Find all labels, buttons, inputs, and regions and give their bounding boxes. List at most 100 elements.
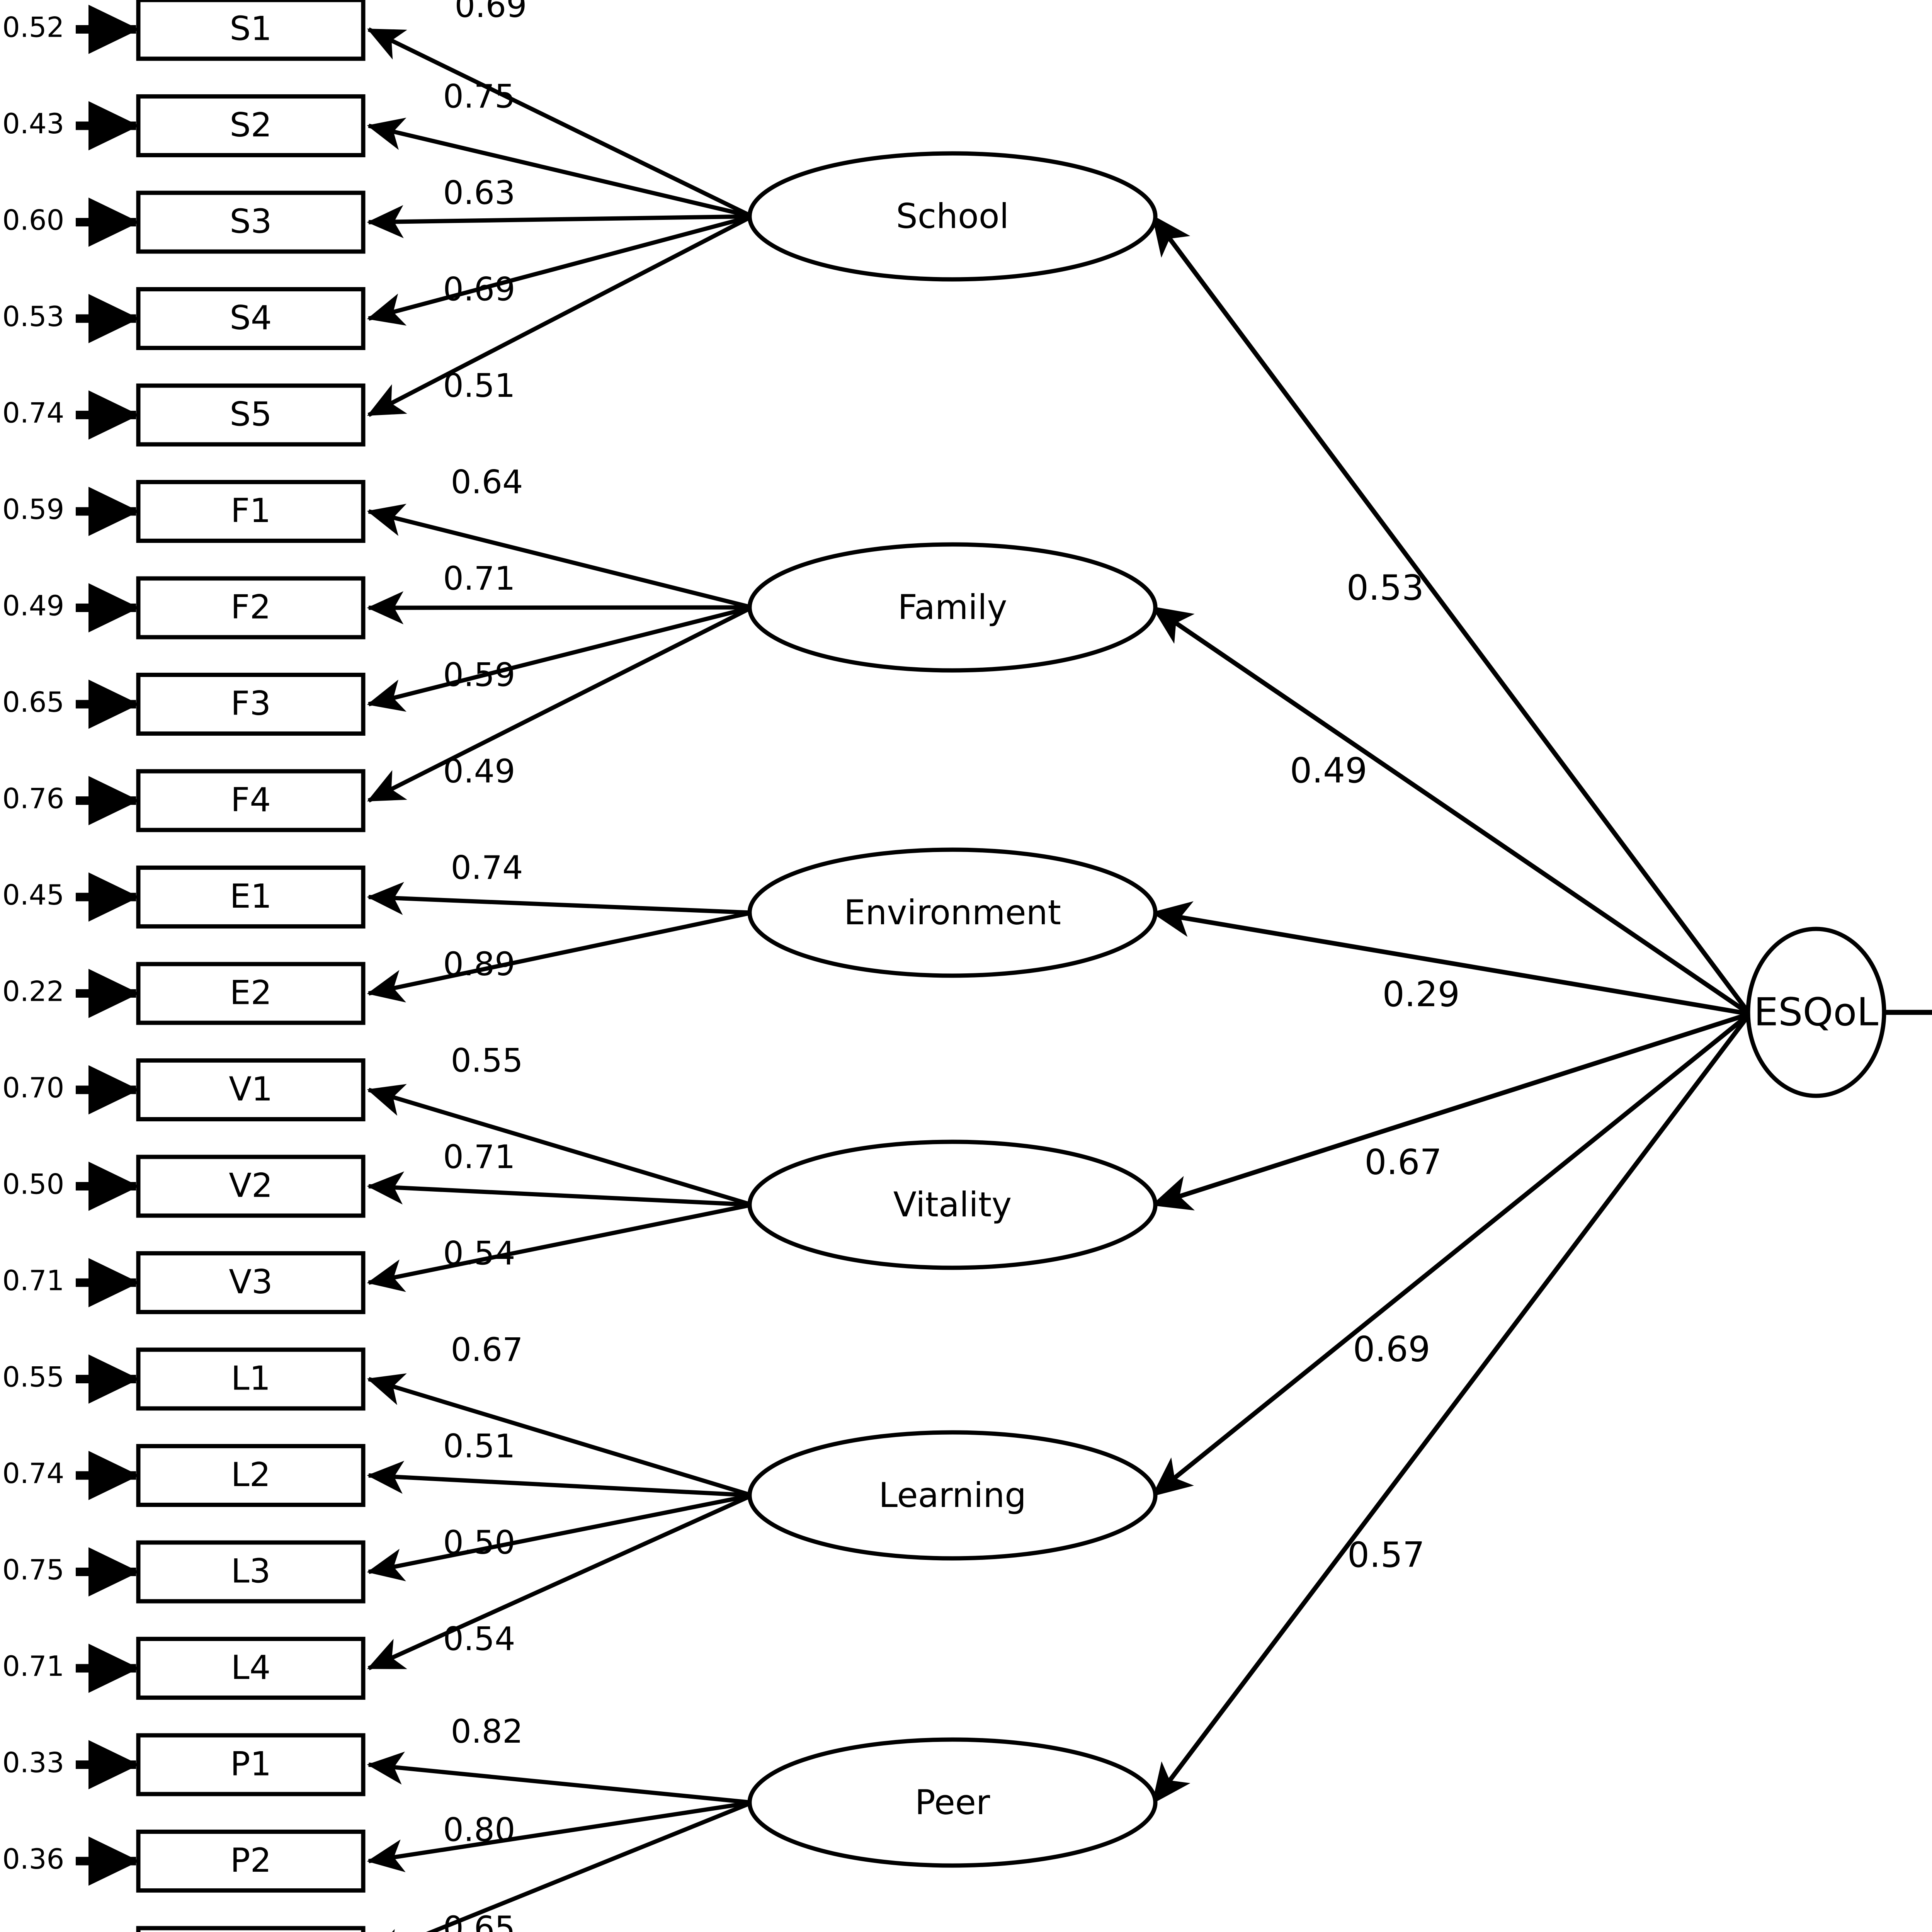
indicator-label-P2: P2 — [230, 1841, 272, 1880]
indicator-box-P3 — [136, 1926, 366, 1932]
loading-path-school-S3 — [367, 205, 752, 238]
latent-label-school: School — [896, 196, 1009, 236]
loading-path-school-S1 — [367, 27, 753, 218]
indicator-label-L4: L4 — [231, 1648, 271, 1687]
indicator-box-S3 — [136, 190, 366, 254]
indicator-box-L2 — [136, 1444, 366, 1507]
loading-value-S2: 0.75 — [443, 77, 515, 115]
indicator-label-S5: S5 — [230, 395, 272, 434]
latent-ellipse-environment — [747, 847, 1158, 978]
error-value-E2: 0.22 — [2, 975, 64, 1008]
indicator-box-F3 — [136, 673, 366, 736]
loading-value-V1: 0.55 — [451, 1041, 523, 1079]
indicator-box-L4 — [136, 1637, 366, 1700]
loading-path-learning-L3 — [367, 1493, 753, 1582]
indicator-label-L2: L2 — [231, 1456, 271, 1494]
loading-value-F1: 0.64 — [451, 463, 523, 501]
loading-path-family-F3 — [367, 605, 753, 712]
indicator-label-S2: S2 — [230, 106, 272, 145]
error-value-P2: 0.36 — [2, 1843, 64, 1875]
loading-path-learning-L2 — [367, 1461, 752, 1498]
indicator-box-F4 — [136, 769, 366, 832]
error-arrow-layer — [76, 5, 139, 1886]
indicator-box-E2 — [136, 962, 366, 1025]
latent-ellipse-esqol — [1746, 927, 1886, 1098]
indicator-label-V1: V1 — [229, 1070, 273, 1109]
latent-label-environment: Environment — [844, 893, 1061, 932]
indicator-label-P1: P1 — [230, 1745, 272, 1783]
loading-value-E2: 0.89 — [443, 945, 515, 983]
structural-value-school: 0.53 — [1347, 568, 1424, 608]
loading-value-V3: 0.54 — [443, 1234, 515, 1272]
latent-ellipse-family — [747, 542, 1158, 673]
indicator-box-S5 — [136, 383, 366, 447]
indicator-box-layer — [136, 0, 366, 1932]
loading-value-F2: 0.71 — [443, 560, 515, 597]
loading-value-L4: 0.54 — [443, 1620, 515, 1658]
indicator-box-P1 — [136, 1733, 366, 1796]
error-value-F2: 0.49 — [2, 590, 64, 622]
indicator-label-F2: F2 — [231, 588, 271, 626]
loading-value-S1: 0.69 — [454, 0, 527, 25]
error-value-S1: 0.52 — [2, 11, 64, 44]
loading-path-family-F2 — [367, 591, 752, 624]
indicator-label-S1: S1 — [230, 9, 272, 48]
indicator-label-V3: V3 — [229, 1263, 273, 1301]
error-value-S4: 0.53 — [2, 300, 64, 333]
loading-path-vitality-V2 — [367, 1171, 752, 1207]
indicator-label-S3: S3 — [230, 202, 272, 241]
indicator-box-V2 — [136, 1155, 366, 1218]
structural-path-esqol-learning — [1151, 1012, 1751, 1497]
loading-value-V2: 0.71 — [443, 1138, 515, 1176]
indicator-label-F3: F3 — [231, 684, 271, 723]
structural-path-esqol-environment — [1151, 901, 1750, 1016]
indicator-label-L1: L1 — [231, 1359, 271, 1398]
structural-path-esqol-vitality — [1151, 1012, 1750, 1211]
indicator-box-S2 — [136, 94, 366, 157]
loading-value-S3: 0.63 — [443, 174, 515, 212]
latent-label-family: Family — [898, 587, 1007, 627]
indicator-box-L1 — [136, 1347, 366, 1411]
structural-value-environment: 0.29 — [1383, 974, 1460, 1015]
indicator-label-L3: L3 — [231, 1552, 271, 1590]
error-value-V2: 0.50 — [2, 1168, 64, 1201]
structural-value-family: 0.49 — [1290, 750, 1367, 791]
loading-value-S4: 0.69 — [443, 270, 515, 308]
loading-value-E1: 0.74 — [451, 849, 523, 886]
loading-path-environment-E2 — [367, 910, 753, 1003]
loading-path-layer — [367, 27, 753, 1932]
loading-value-L2: 0.51 — [443, 1427, 515, 1465]
error-value-S3: 0.60 — [2, 204, 64, 236]
loading-path-peer-P2 — [367, 1800, 752, 1872]
indicator-box-L3 — [136, 1540, 366, 1604]
loading-value-P3: 0.65 — [443, 1909, 515, 1932]
indicator-label-E1: E1 — [230, 877, 272, 916]
loading-value-L3: 0.50 — [443, 1524, 515, 1561]
error-value-V3: 0.71 — [2, 1264, 64, 1297]
latent-ellipse-vitality — [747, 1139, 1158, 1270]
loading-value-P1: 0.82 — [451, 1713, 523, 1750]
error-value-V1: 0.70 — [2, 1071, 64, 1104]
loading-path-vitality-V1 — [367, 1084, 753, 1207]
indicator-box-S1 — [136, 0, 366, 61]
error-value-P1: 0.33 — [2, 1747, 64, 1779]
structural-value-learning: 0.69 — [1353, 1329, 1430, 1370]
loading-value-S5: 0.51 — [443, 367, 515, 405]
indicator-label-V2: V2 — [229, 1166, 273, 1205]
error-value-E1: 0.45 — [2, 879, 64, 911]
loading-value-P2: 0.80 — [443, 1811, 515, 1849]
structural-path-layer — [1151, 215, 1932, 1804]
indicator-box-V3 — [136, 1251, 366, 1314]
structural-value-vitality: 0.67 — [1364, 1142, 1442, 1183]
error-value-L3: 0.75 — [2, 1554, 64, 1586]
loading-path-learning-L1 — [367, 1373, 753, 1498]
error-value-S5: 0.74 — [2, 397, 64, 429]
indicator-label-S4: S4 — [230, 299, 272, 337]
error-value-L4: 0.71 — [2, 1650, 64, 1682]
latent-ellipse-school — [747, 151, 1158, 282]
loading-path-school-S5 — [367, 214, 753, 417]
indicator-box-V1 — [136, 1058, 366, 1121]
